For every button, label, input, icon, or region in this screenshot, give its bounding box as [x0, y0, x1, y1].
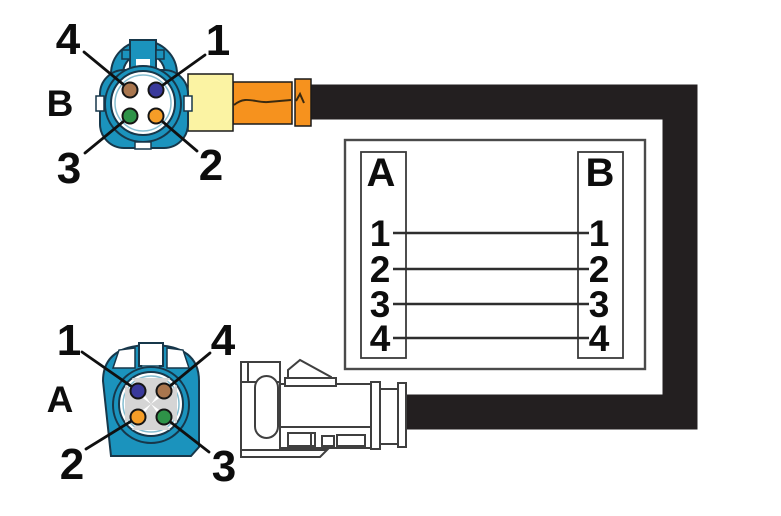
side-view-bottom-lip: [240, 449, 330, 458]
pin-map-header-a: A: [367, 151, 396, 195]
ferrule-seam-line: [295, 91, 305, 104]
side-view-rear-cap: [397, 382, 407, 448]
connector-b-cable-boots: [187, 73, 312, 132]
connector-b-bottom-notch: [134, 141, 152, 150]
connector-a-pin-label-bottom-right: 3: [212, 442, 236, 491]
connector-a-pin-socket-2: [129, 408, 147, 426]
connector-a-designator: A: [47, 379, 74, 420]
connector-a-keying-tab: [138, 342, 164, 367]
connector-a-pin-label-bottom-left: 2: [60, 440, 84, 489]
pin-map-b-pin-4: 4: [589, 318, 610, 359]
connector-b-pin-label-bottom-right: 2: [199, 141, 223, 190]
connector-a-inner-ring: [122, 375, 180, 433]
connector-b-side-notch-right: [183, 95, 193, 112]
pin-map-a-pin-3: 3: [370, 284, 391, 325]
side-view-bottom-rib-2: [310, 432, 316, 447]
connector-b-callout-line-3: [83, 114, 132, 155]
side-view-crimp-barrel: [379, 388, 399, 445]
connector-b-side-notch-left: [95, 95, 105, 112]
pin-map-column-b: [577, 151, 624, 359]
side-view-latch-base: [284, 377, 337, 387]
connector-b-tab-nub-right: [155, 49, 165, 60]
pin-map-b-pin-3: 3: [589, 284, 610, 325]
connector-boot: [187, 73, 234, 132]
connector-a-pin-socket-1: [129, 382, 147, 400]
coax-cable: [311, 84, 698, 430]
connector-a-pin-label-top-right: 4: [211, 316, 236, 365]
connector-b-pin-label-top-right: 1: [206, 16, 230, 65]
connector-b-front-view: 4 1 3 2 B: [47, 15, 231, 193]
side-view-coupling-slot: [254, 375, 279, 439]
side-view-bottom-rib-4: [336, 434, 366, 447]
connector-a-callout-line-2: [84, 415, 140, 451]
connector-b-callout-line-4: [82, 50, 132, 92]
side-view-latch: [287, 358, 332, 379]
connector-b-designator: B: [47, 83, 74, 124]
connector-b-pin-socket-2: [147, 107, 165, 125]
pin-map-column-a: [360, 151, 407, 359]
connector-b-pin-socket-4: [121, 81, 139, 99]
connector-b-pin-socket-1: [147, 81, 165, 99]
pin-map-b-pin-1: 1: [589, 213, 610, 254]
connector-a-pin-socket-3: [155, 408, 173, 426]
connector-b-tab-nub-left: [121, 49, 131, 60]
connector-a-wing-cutout-right: [166, 347, 191, 369]
pin-map-a-pin-4: 4: [370, 318, 391, 359]
pin-map-a-pin-1: 1: [370, 213, 391, 254]
connector-a-pin-label-top-left: 1: [57, 316, 81, 365]
side-view-rear-flange: [370, 381, 381, 450]
connector-a-front-view: 1 4 2 3 A: [47, 316, 237, 491]
pin-map-b-pin-2: 2: [589, 249, 610, 290]
pin-map-a-pin-2: 2: [370, 249, 391, 290]
fakra-connector-side-view: [240, 358, 407, 458]
connector-b-inner-ring: [114, 74, 172, 132]
connector-b-pin-label-top-left: 4: [56, 15, 81, 64]
connector-b-pin-socket-3: [121, 107, 139, 125]
connector-a-callout-line-1: [80, 350, 140, 393]
boot-seam-line: [233, 98, 292, 106]
connector-a-callout-line-3: [162, 415, 211, 454]
connector-b-callout-line-2: [154, 114, 199, 153]
connector-b-callout-line-1: [154, 53, 207, 92]
connector-b-tab-slot: [136, 59, 150, 68]
side-view-bottom-rib-3: [321, 435, 335, 447]
connector-a-wing-cutout-left: [111, 347, 136, 369]
side-view-bottom-rib-1: [287, 432, 312, 447]
connector-a-callout-line-4: [162, 351, 212, 393]
connector-b-pin-label-bottom-left: 3: [57, 144, 81, 193]
connector-a-pin-socket-4: [155, 382, 173, 400]
strain-relief-boot: [232, 81, 293, 125]
pin-map-header-b: B: [586, 151, 615, 195]
pin-map-panel: A B 1 2 3 4 1 2 3 4: [343, 138, 647, 371]
